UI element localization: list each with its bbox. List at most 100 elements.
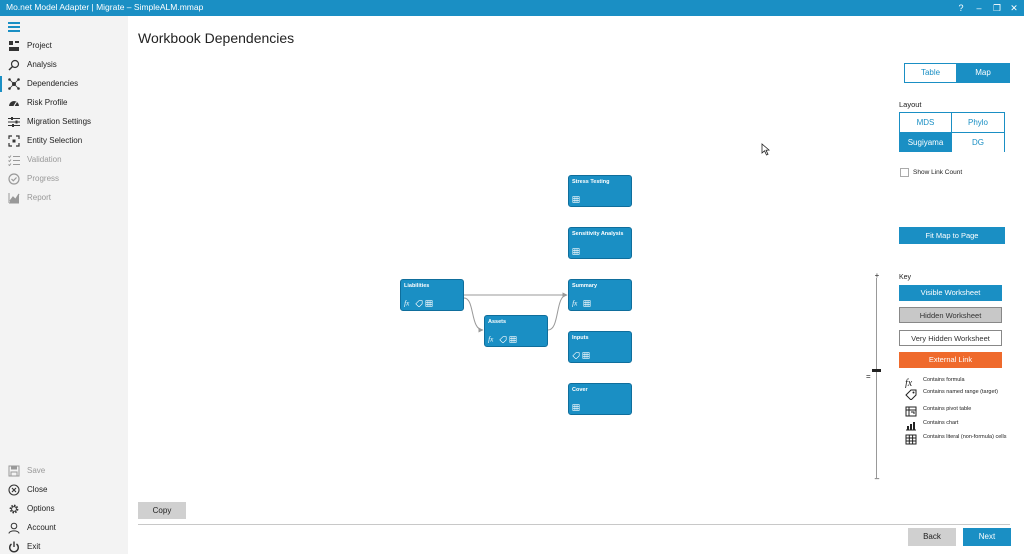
sidebar-item-analysis[interactable]: Analysis xyxy=(0,56,128,74)
user-icon xyxy=(8,522,20,534)
sidebar-item-label: Project xyxy=(27,41,52,50)
sidebar-item-label: Migration Settings xyxy=(27,117,92,126)
sidebar-item-label: Progress xyxy=(27,174,60,183)
zoom-out-button[interactable]: – xyxy=(874,474,880,483)
dependency-map[interactable]: Stress Testing Sensitivity Analysis Liab… xyxy=(390,170,640,420)
tab-table[interactable]: Table xyxy=(905,64,957,82)
layout-mds-button[interactable]: MDS xyxy=(900,113,952,133)
save-icon xyxy=(8,465,20,477)
sidebar-item-close[interactable]: Close xyxy=(0,481,128,499)
key-hidden-worksheet: Hidden Worksheet xyxy=(899,307,1002,323)
restore-button[interactable]: ❐ xyxy=(992,3,1002,13)
report-icon xyxy=(8,193,20,204)
show-link-count-checkbox[interactable] xyxy=(900,168,909,177)
key-external-link: External Link xyxy=(899,352,1002,368)
tab-map[interactable]: Map xyxy=(957,64,1009,82)
sidebar-item-migration-settings[interactable]: Migration Settings xyxy=(0,113,128,131)
worksheet-node[interactable]: Stress Testing xyxy=(568,175,632,207)
checklist-icon xyxy=(8,155,20,166)
worksheet-node[interactable]: Inputs xyxy=(568,331,632,363)
worksheet-node[interactable]: Liabilities fx xyxy=(400,279,464,311)
legend-text: Contains chart xyxy=(923,420,959,426)
sidebar-item-label: Save xyxy=(27,466,46,475)
formula-icon: fx xyxy=(572,300,578,307)
sidebar-item-label: Report xyxy=(27,193,52,202)
window-title: Mo.net Model Adapter | Migrate – SimpleA… xyxy=(6,2,204,12)
sidebar-item-label: Exit xyxy=(27,542,41,551)
key-visible-worksheet: Visible Worksheet xyxy=(899,285,1002,301)
sidebar-item-label: Entity Selection xyxy=(27,136,83,145)
worksheet-node-title: Inputs xyxy=(572,335,589,341)
zoom-track[interactable] xyxy=(876,278,877,478)
zoom-reset-button[interactable]: = xyxy=(866,372,871,381)
sliders-icon xyxy=(8,117,20,127)
named-range-icon xyxy=(905,389,917,400)
chart-icon xyxy=(906,422,916,431)
sidebar-item-options[interactable]: Options xyxy=(0,500,128,518)
link-lines xyxy=(463,292,568,333)
sidebar-item-report[interactable]: Report xyxy=(0,189,128,207)
legend-text: Contains pivot table xyxy=(923,406,972,412)
legend-text: Contains named range (target) xyxy=(923,389,998,395)
minimize-button[interactable]: – xyxy=(976,3,982,13)
svg-text:fx: fx xyxy=(905,378,913,388)
progress-icon xyxy=(8,173,20,185)
sidebar-item-progress[interactable]: Progress xyxy=(0,170,128,188)
copy-button[interactable]: Copy xyxy=(138,502,186,519)
named-range-icon xyxy=(499,335,507,343)
legend-text: Contains formula xyxy=(923,377,965,383)
gauge-icon xyxy=(9,101,19,107)
named-range-icon xyxy=(415,299,423,307)
sidebar-item-label: Risk Profile xyxy=(27,98,68,107)
svg-text:fx: fx xyxy=(488,336,494,343)
sidebar-item-label: Analysis xyxy=(27,60,57,69)
svg-text:fx: fx xyxy=(404,300,410,307)
layout-dg-button[interactable]: DG xyxy=(952,133,1004,152)
sidebar-item-entity-selection[interactable]: Entity Selection xyxy=(0,132,128,150)
key-label: Key xyxy=(899,274,912,281)
sidebar-item-dependencies[interactable]: Dependencies xyxy=(0,75,128,93)
worksheet-node[interactable]: Summary fx xyxy=(568,279,632,311)
sidebar-item-project[interactable]: Project xyxy=(0,37,128,55)
project-icon xyxy=(9,41,19,51)
help-button[interactable]: ? xyxy=(958,3,964,13)
fit-map-button[interactable]: Fit Map to Page xyxy=(899,227,1005,244)
layout-label: Layout xyxy=(899,100,922,109)
legend-text: Contains literal (non-formula) cells xyxy=(923,434,1007,440)
worksheet-node[interactable]: Assets fx xyxy=(484,315,548,347)
selection-icon xyxy=(8,135,20,147)
literal-cells-icon xyxy=(582,352,590,359)
close-window-button[interactable]: ✕ xyxy=(1010,3,1018,13)
worksheet-node-title: Stress Testing xyxy=(572,179,610,185)
literal-cells-icon xyxy=(425,299,433,307)
show-link-count-label: Show Link Count xyxy=(913,169,963,176)
sidebar-item-label: Options xyxy=(27,504,55,513)
zoom-thumb[interactable] xyxy=(872,369,881,372)
back-button[interactable]: Back xyxy=(908,528,956,546)
sidebar-item-risk-profile[interactable]: Risk Profile xyxy=(0,94,128,112)
literal-cells-icon xyxy=(572,404,580,411)
layout-options: MDS Phylo Sugiyama DG xyxy=(899,112,1005,152)
sidebar-item-exit[interactable]: Exit xyxy=(0,538,128,554)
hamburger-menu-icon[interactable] xyxy=(8,22,20,32)
formula-icon: fx xyxy=(404,300,410,307)
sidebar-item-save[interactable]: Save xyxy=(0,462,128,480)
worksheet-node[interactable]: Sensitivity Analysis xyxy=(568,227,632,259)
next-button[interactable]: Next xyxy=(963,528,1011,546)
layout-phylo-button[interactable]: Phylo xyxy=(952,113,1004,133)
layout-sugiyama-button[interactable]: Sugiyama xyxy=(900,133,952,152)
worksheet-node-title: Liabilities xyxy=(404,283,430,289)
zoom-in-button[interactable]: + xyxy=(874,271,880,280)
link-liabilities-assets xyxy=(463,297,484,333)
named-range-icon xyxy=(572,352,580,359)
page-title: Workbook Dependencies xyxy=(138,30,295,46)
literal-cells-icon xyxy=(509,335,517,343)
worksheet-node[interactable]: Cover xyxy=(568,383,632,415)
search-icon xyxy=(8,59,20,71)
sidebar-item-label: Dependencies xyxy=(27,79,79,88)
literal-cells-icon xyxy=(583,299,591,307)
sidebar-item-account[interactable]: Account xyxy=(0,519,128,537)
link-assets-summary xyxy=(547,292,568,331)
mouse-cursor-icon xyxy=(761,143,770,156)
sidebar-item-validation[interactable]: Validation xyxy=(0,151,128,169)
